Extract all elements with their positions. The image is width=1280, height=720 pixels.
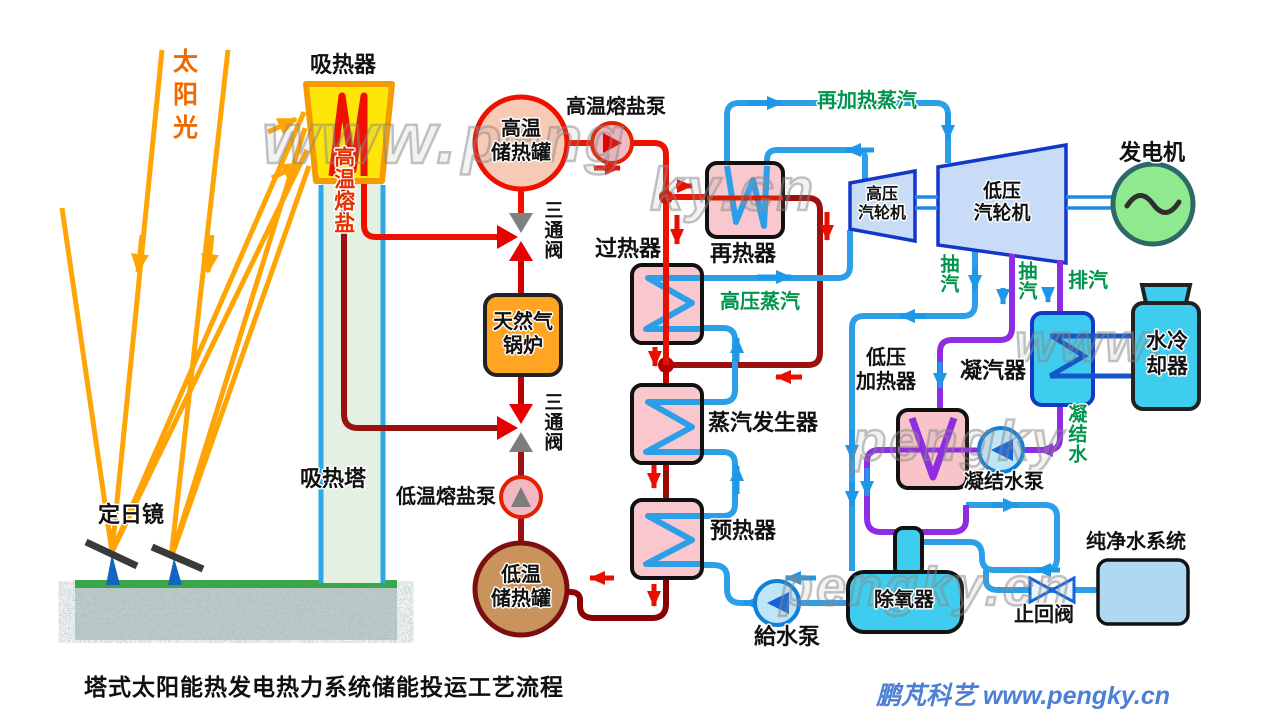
deaerator-tank	[846, 570, 964, 634]
steam-generator-label: 蒸汽发生器	[708, 410, 819, 435]
cooler-line2: 却器	[1146, 354, 1188, 378]
deaerator-neck	[893, 526, 924, 578]
solar-field	[59, 49, 497, 640]
three-way-valve-lower	[497, 404, 533, 452]
boiler-line1: 天然气	[493, 311, 553, 333]
hot-storage-tank	[472, 94, 570, 192]
credit-link: 鹏芃科艺 www.pengky.cn	[876, 682, 1171, 710]
diagram-title: 塔式太阳能热发电热力系统储能投运工艺流程	[84, 674, 564, 700]
cooler-neck	[1139, 283, 1193, 305]
cold-salt-return-pipe	[566, 578, 669, 621]
hot-tank-label: 高温 储热罐	[471, 118, 571, 165]
reheat-steam-label: 再加热蒸汽	[817, 90, 917, 112]
condensate-pump-label: 凝结水泵	[964, 471, 1044, 493]
valve1-label: 三通阀	[541, 200, 563, 260]
cold-salt-riser-pipe	[341, 178, 497, 431]
gas-boiler	[483, 293, 563, 377]
feed-pump-rotor	[767, 592, 789, 614]
lp-heater-line2: 加热器	[856, 370, 916, 393]
receiver-coil	[328, 92, 368, 177]
steam-flow-arrows	[730, 96, 982, 610]
condensate-pump-rotor	[991, 439, 1013, 461]
hot-salt-supply-pipe	[632, 140, 669, 363]
heliostat-mirrors	[84, 538, 205, 585]
hp-turbine-line2: 汽轮机	[857, 204, 906, 222]
pure-water-label: 纯净水系统	[1086, 531, 1186, 553]
cold-tank-label: 低温 储热罐	[471, 564, 571, 611]
superheater-label: 过热器	[595, 236, 662, 261]
cold-salt-pump-rotor	[511, 487, 531, 507]
generator-label: 发电机	[1119, 140, 1186, 165]
lp-heater-line1: 低压	[866, 347, 906, 369]
extraction-label-1: 抽汽	[937, 254, 959, 294]
preheater-label: 预热器	[710, 518, 777, 543]
condensate-flow-arrows	[860, 287, 1060, 577]
hot-tank-line2: 储热罐	[491, 141, 551, 164]
hot-pump-label: 高温熔盐泵	[566, 96, 666, 118]
condensate-loop	[753, 254, 1201, 634]
hp-turbine	[848, 168, 917, 244]
lp-heater-label: 低压 加热器	[841, 347, 931, 394]
pure-water-box	[1096, 558, 1190, 626]
exhaust-label: 排汽	[1068, 270, 1108, 292]
hot-salt-downcomer-pipe	[361, 160, 497, 240]
sunlight-label: 太阳光	[169, 48, 198, 147]
heliostat-mirror	[150, 543, 205, 573]
deaerator-label: 除氧器	[874, 589, 934, 611]
tower-label: 吸热塔	[300, 466, 367, 491]
hp-steam-label: 高压蒸汽	[720, 291, 800, 313]
cold-tank-line1: 低温	[501, 564, 541, 586]
lp-turbine-line1: 低压	[982, 181, 1021, 202]
hot-salt-pump-rotor	[603, 133, 622, 153]
condenser-label: 凝汽器	[960, 358, 1027, 383]
valve2-label: 三通阀	[541, 392, 563, 452]
hot-salt-label: 高温熔盐	[331, 146, 355, 234]
heliostat-mirror	[84, 538, 139, 570]
condensate-water-label: 凝结水	[1065, 404, 1087, 464]
extraction-label-2: 抽汽	[1015, 261, 1037, 301]
ground-grass-strip	[75, 580, 397, 588]
gas-boiler-label: 天然气 锅炉	[483, 311, 563, 358]
water-cooler-box	[1131, 301, 1201, 411]
cooler-line1: 水冷	[1146, 330, 1188, 353]
lp-turbine	[936, 142, 1068, 266]
reheater-return-pipe	[672, 195, 823, 368]
check-valve-symbol	[1028, 575, 1076, 605]
sun-ray-arrows	[130, 116, 302, 274]
hp-turbine-label: 高压 汽轮机	[847, 186, 917, 224]
heliostat-stand	[168, 558, 182, 585]
turbine-shaft	[915, 195, 1113, 210]
hot-tank-line1: 高温	[501, 118, 541, 140]
cooling-water-pipes	[1048, 333, 1131, 379]
lp-turbine-label: 低压 汽轮机	[952, 181, 1052, 226]
ac-sine-icon	[1124, 193, 1182, 215]
water-cooler-label: 水冷 却器	[1136, 330, 1198, 380]
cold-tank-line2: 储热罐	[491, 587, 551, 610]
check-valve-label: 止回阀	[1014, 604, 1074, 626]
sun-rays	[59, 49, 312, 559]
boiler-line2: 锅炉	[503, 334, 543, 357]
absorber-label: 吸热器	[310, 52, 377, 77]
salt-flow-arrows	[589, 161, 834, 607]
lp-turbine-line2: 汽轮机	[973, 203, 1031, 225]
reheater-label: 再热器	[710, 241, 777, 266]
heliostat-stand	[106, 554, 120, 585]
cold-pump-label: 低温熔盐泵	[396, 486, 496, 508]
steam-loop	[630, 96, 1196, 610]
feed-pump-label: 給水泵	[754, 624, 821, 649]
heliostat-label: 定日镜	[98, 502, 165, 527]
condenser-box	[1030, 311, 1095, 407]
ground-texture	[75, 584, 397, 640]
lp-heater-coil	[908, 416, 958, 481]
hp-turbine-line1: 高压	[865, 186, 898, 203]
molten-salt-loop	[472, 94, 834, 638]
receiver-tower	[321, 183, 383, 583]
three-way-valve-upper	[497, 213, 533, 261]
